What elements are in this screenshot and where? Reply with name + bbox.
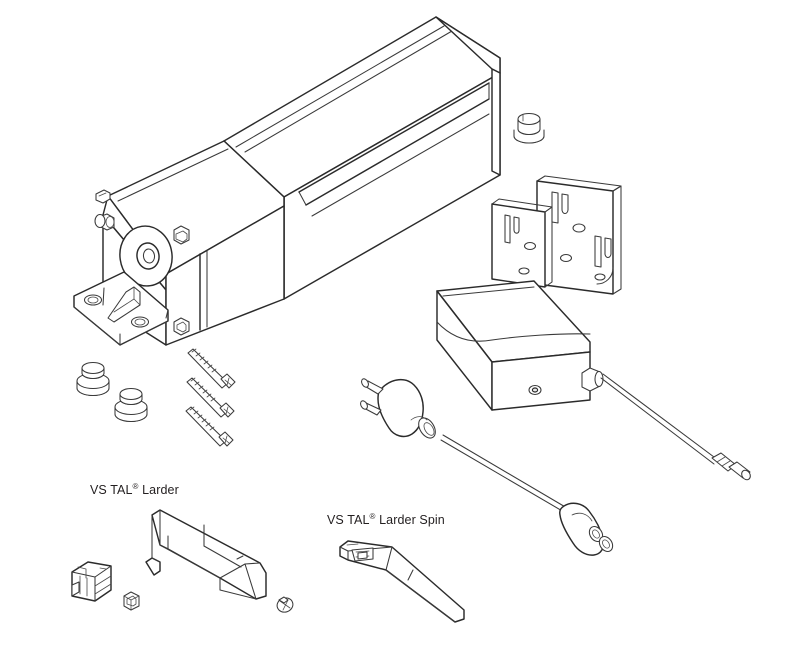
label-vs-tal-larder-suffix: Larder	[138, 483, 179, 497]
mounting-bracket-rear	[536, 175, 622, 295]
label-vs-tal-larder-prefix: VS TAL	[90, 483, 133, 497]
label-vs-tal-larder-spin-suffix: Larder Spin	[375, 513, 445, 527]
screw-pan-head-3	[185, 406, 234, 447]
mains-lead	[360, 378, 614, 556]
cap-bumper-left-a	[76, 361, 110, 397]
mains-plug-euro	[360, 378, 436, 439]
label-vs-tal-larder-spin-prefix: VS TAL	[327, 513, 370, 527]
power-supply-brick	[436, 280, 604, 411]
mounting-foot	[73, 271, 169, 346]
label-vs-tal-larder: VS TAL® Larder	[90, 481, 179, 497]
larder-bracket	[145, 509, 267, 600]
larder-small-screw	[276, 596, 294, 613]
screw-pan-head-2	[186, 377, 235, 418]
cap-bumper-left-b	[114, 387, 148, 423]
larder-spin-bracket	[339, 540, 465, 623]
larder-connector-block	[71, 561, 112, 602]
cap-bumper-top	[513, 112, 545, 144]
dc-output-lead	[600, 373, 751, 481]
registered-mark-icon: ®	[369, 511, 376, 521]
mounting-bracket-front	[491, 198, 553, 288]
registered-mark-icon: ®	[132, 481, 139, 491]
label-vs-tal-larder-spin: VS TAL® Larder Spin	[327, 511, 445, 527]
iec-c7-connector	[559, 502, 614, 556]
larder-hex-nut	[123, 591, 140, 611]
linear-drive-unit	[73, 16, 501, 346]
screw-pan-head-1	[187, 348, 236, 389]
